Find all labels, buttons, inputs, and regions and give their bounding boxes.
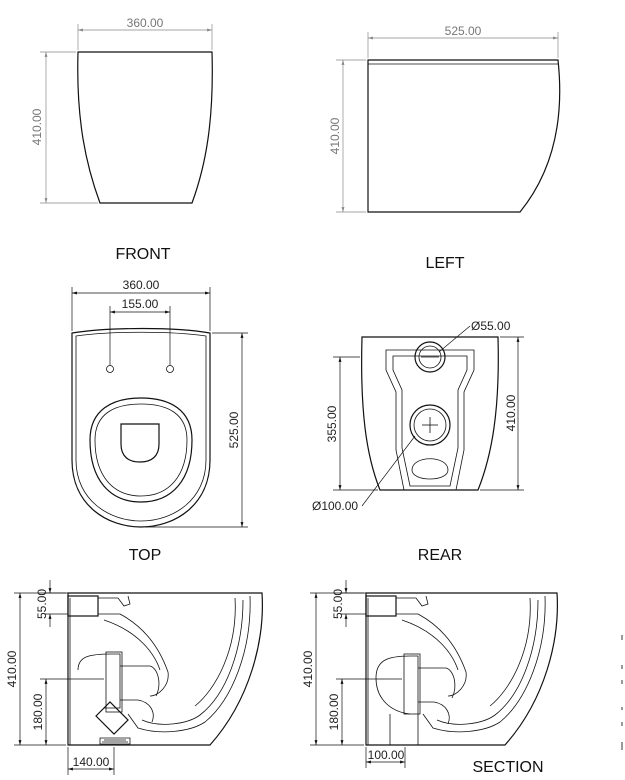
top-view: 360.00 155.00 525.00 TOP [71,278,248,564]
left-width-label: 525.00 [445,24,482,38]
section-view-2: 55.00 410.00 180.00 100.00 SECTION [301,580,558,776]
front-view-title: FRONT [115,246,170,263]
top-depth-label: 525.00 [227,411,241,448]
rear-inlet-height-label: 355.00 [325,405,339,442]
top-width-label: 360.00 [123,278,160,292]
top-hole-spacing-label: 155.00 [122,297,159,311]
section1-offset-label: 140.00 [73,755,110,769]
section1-inlet-label: 55.00 [35,589,49,619]
left-view-title: LEFT [425,255,464,272]
left-view: 525.00 410.00 LEFT [328,24,561,272]
rear-waste-dia-label: Ø100.00 [312,499,358,513]
rear-view: Ø55.00 Ø100.00 355.00 410.00 REAR [312,319,524,564]
front-width-label: 360.00 [127,16,164,30]
section2-height-label: 410.00 [301,650,315,687]
section2-inlet-label: 55.00 [331,589,345,619]
top-view-title: TOP [129,547,162,564]
rear-view-title: REAR [418,547,462,564]
section-view-title: SECTION [472,759,543,776]
section1-height-label: 410.00 [5,650,19,687]
rear-height-label: 410.00 [504,394,518,431]
section2-outlet-height-label: 180.00 [327,693,341,730]
rear-outlet-dia-label: Ø55.00 [471,319,511,333]
front-view: 360.00 410.00 FRONT [30,16,213,263]
left-height-label: 410.00 [328,117,342,154]
section-view-1: 55.00 410.00 180.00 140.00 [5,580,263,775]
section2-offset-label: 100.00 [368,748,405,762]
section1-outlet-height-label: 180.00 [31,693,45,730]
front-height-label: 410.00 [30,108,44,145]
